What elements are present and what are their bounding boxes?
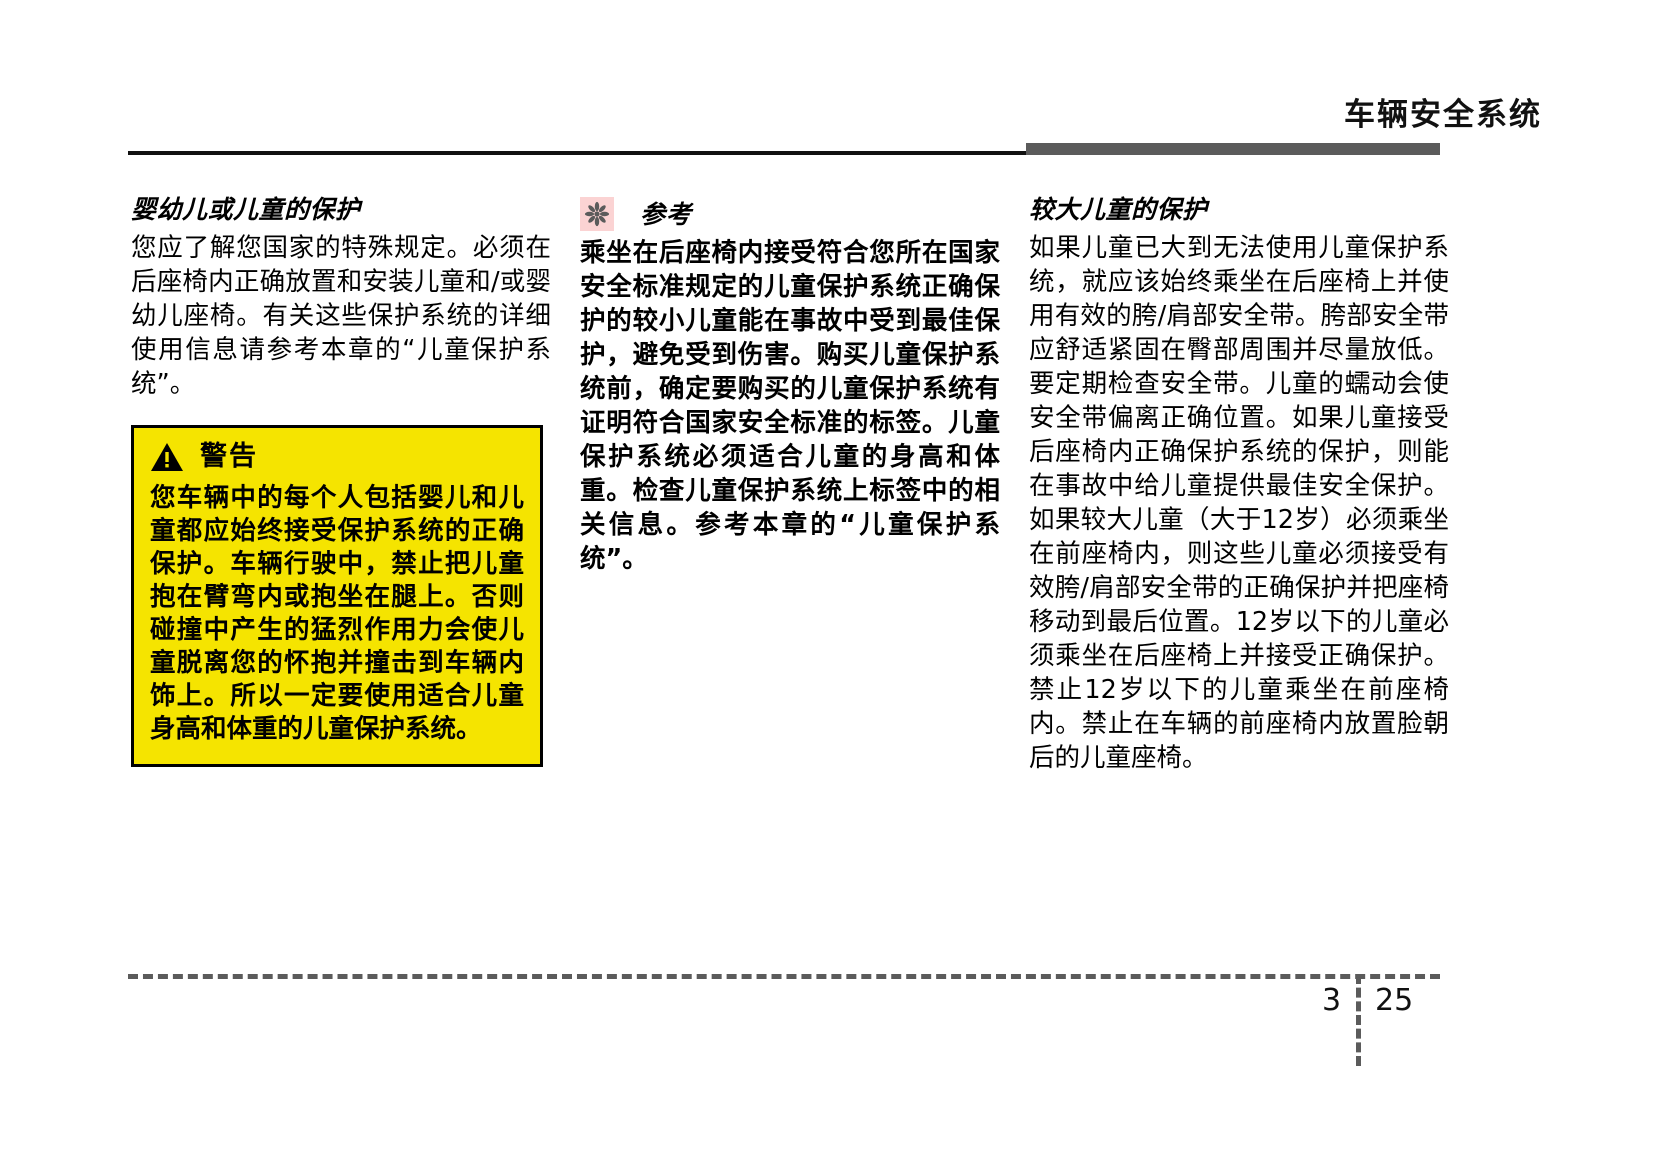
paragraph-infants-children: 您应了解您国家的特殊规定。必须在后座椅内正确放置和安装儿童和/或婴幼儿座椅。有关…	[131, 232, 551, 399]
column-left: 婴幼儿或儿童的保护 您应了解您国家的特殊规定。必须在后座椅内正确放置和安装儿童和…	[131, 195, 551, 767]
page-title: 车辆安全系统	[1344, 97, 1542, 133]
warning-triangle-icon	[150, 442, 184, 472]
column-middle: 参考 乘坐在后座椅内接受符合您所在国家安全标准规定的儿童保护系统正确保护的较小儿…	[580, 196, 1000, 576]
warning-title: 警告	[200, 441, 258, 473]
footer-chapter-number: 3	[1322, 983, 1342, 1018]
section-heading-infants-children: 婴幼儿或儿童的保护	[131, 195, 361, 224]
footer-page-number: 25	[1375, 983, 1414, 1018]
header-rule-thin	[128, 151, 1026, 155]
footer-dashed-rule-horizontal	[128, 974, 1440, 979]
note-header: 参考	[580, 196, 1000, 232]
column-right: 较大儿童的保护 如果儿童已大到无法使用儿童保护系统，就应该始终乘坐在后座椅上并使…	[1029, 195, 1449, 775]
header-rule-thick	[1026, 143, 1440, 155]
asterisk-icon	[580, 197, 614, 231]
page-header: 车辆安全系统	[0, 0, 1654, 165]
warning-header: 警告	[150, 442, 524, 472]
note-body: 乘坐在后座椅内接受符合您所在国家安全标准规定的儿童保护系统正确保护的较小儿童能在…	[580, 238, 1000, 574]
section-heading-older-children: 较大儿童的保护	[1029, 195, 1208, 224]
footer-dashed-rule-vertical	[1356, 974, 1361, 1066]
note-title: 参考	[640, 199, 693, 229]
page-footer: 3 25	[0, 962, 1654, 1082]
warning-body: 您车辆中的每个人包括婴儿和儿童都应始终接受保护系统的正确保护。车辆行驶中，禁止把…	[150, 482, 524, 744]
paragraph-older-children: 如果儿童已大到无法使用儿童保护系统，就应该始终乘坐在后座椅上并使用有效的胯/肩部…	[1029, 232, 1449, 773]
warning-box: 警告 您车辆中的每个人包括婴儿和儿童都应始终接受保护系统的正确保护。车辆行驶中，…	[131, 424, 543, 767]
